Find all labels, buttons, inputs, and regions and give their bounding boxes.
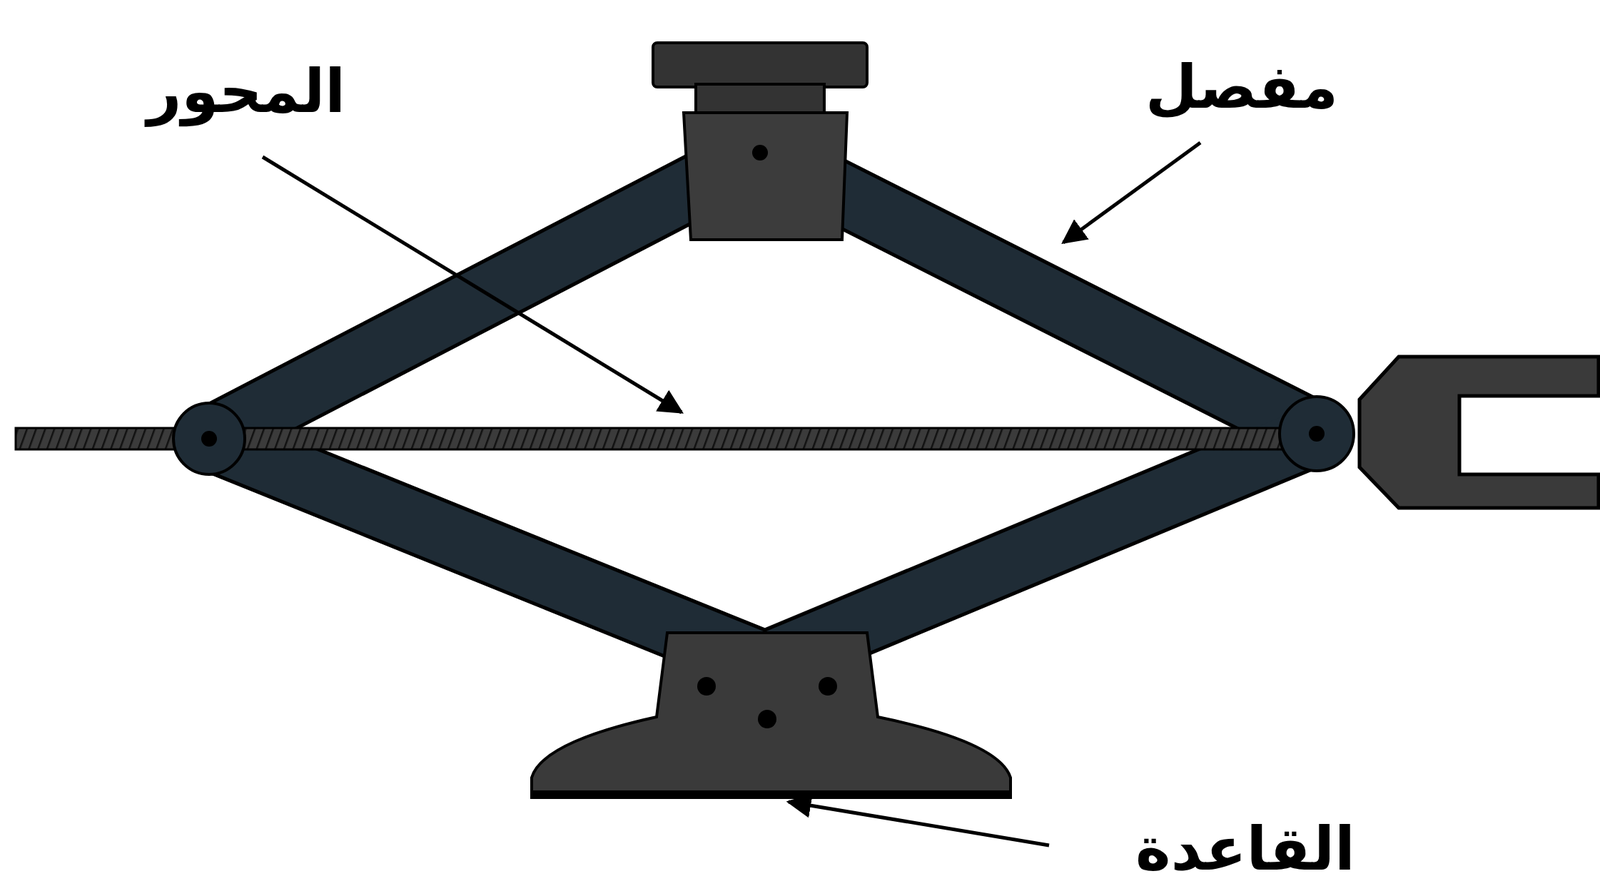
pivot-joints	[173, 396, 1354, 475]
crank-fork	[1359, 356, 1599, 509]
base-block	[531, 633, 1011, 798]
top-pad	[652, 42, 868, 240]
part-label: مفصل	[1141, 51, 1343, 124]
part-label: القاعدة	[1131, 813, 1360, 886]
leader-arrows	[262, 142, 1201, 846]
screw-rod	[15, 428, 1308, 450]
part-label: المحور	[142, 55, 350, 128]
